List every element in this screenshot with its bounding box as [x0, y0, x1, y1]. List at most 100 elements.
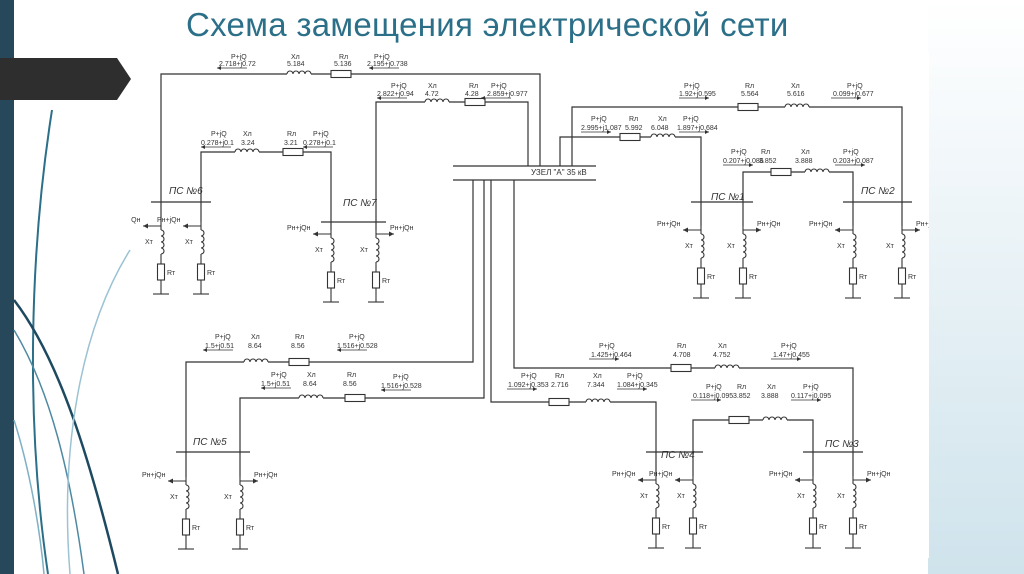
- l6-r-sym: Rл: [761, 149, 770, 156]
- flow-arrow-icon: [705, 96, 709, 100]
- l3-r-val: 3.21: [284, 140, 298, 147]
- transformer-coil-icon: [330, 237, 335, 263]
- l7-r-val: 8.56: [291, 343, 305, 350]
- transformer-coil-icon: [160, 229, 165, 255]
- rt-label: Rт: [908, 274, 917, 281]
- xt-label: Xт: [640, 493, 649, 500]
- l8-r-sym: Rл: [347, 372, 356, 379]
- l4-r-val: 5.564: [741, 91, 759, 98]
- l3-x-sym: Xл: [243, 131, 252, 138]
- transformer-resistor-icon: [326, 271, 336, 289]
- l2-pq-in: 2.822+j0.94: [377, 91, 414, 98]
- xt-label: Xт: [797, 493, 806, 500]
- l3-pq-sym-out: P+jQ: [313, 131, 329, 138]
- l5-r-val: 5.992: [625, 125, 643, 132]
- flow-arrow-icon: [857, 96, 861, 100]
- load-arrow-icon: [389, 231, 394, 237]
- rt-label: Rт: [192, 525, 201, 532]
- l6-pq-out: 0.203+j0.087: [833, 158, 874, 165]
- load-label: Pн+jQн: [254, 472, 278, 479]
- l9-pq-sym-out: P+jQ: [781, 343, 797, 350]
- rt-label: Rт: [749, 274, 758, 281]
- flow-arrow-icon: [217, 66, 221, 70]
- inductor-icon: [234, 148, 260, 153]
- resistor-icon: [619, 132, 641, 142]
- l1-pq-out: 2.195+j0.738: [367, 61, 408, 68]
- transformer-coil-icon: [901, 233, 906, 259]
- l5-x-val: 6.048: [651, 125, 669, 132]
- load-arrow-icon: [915, 227, 920, 233]
- transformer-resistor-icon: [688, 517, 698, 535]
- xt-label: Xт: [360, 247, 369, 254]
- l10-x-val: 7.344: [587, 382, 605, 389]
- l10-pq-sym: P+jQ: [521, 373, 537, 380]
- transformer-resistor-icon: [897, 267, 907, 285]
- station-ps4-label: ПС №4: [661, 450, 695, 461]
- l6-r-val: 3.852: [759, 158, 777, 165]
- load-label: Pн+jQн: [649, 471, 673, 478]
- load-arrow-icon: [253, 478, 258, 484]
- resistor-icon: [737, 102, 759, 112]
- flow-arrow-icon: [337, 348, 341, 352]
- transformer-resistor-icon: [696, 267, 706, 285]
- transformer-resistor-icon: [371, 271, 381, 289]
- transformer-coil-icon: [185, 484, 190, 510]
- l6-pq-sym: P+jQ: [731, 149, 747, 156]
- flow-arrow-icon: [705, 130, 709, 134]
- inductor-icon: [243, 358, 269, 363]
- load-label: Pн+jQн: [867, 471, 891, 478]
- inductor-icon: [424, 98, 450, 103]
- xt-label: Xт: [185, 239, 194, 246]
- flow-arrow-icon: [749, 163, 753, 167]
- l11-r-sym: Rл: [737, 384, 746, 391]
- l11-pq-sym: P+jQ: [706, 384, 722, 391]
- l8-r-val: 8.56: [343, 381, 357, 388]
- l5-pq-out: 1.897+j0.684: [677, 125, 718, 132]
- station-ps7-label: ПС №7: [343, 198, 377, 209]
- load-arrow-icon: [313, 231, 318, 237]
- load-arrow-icon: [835, 227, 840, 233]
- load-arrow-icon: [683, 227, 688, 233]
- transformer-coil-icon: [239, 484, 244, 510]
- l6-x-sym: Xл: [801, 149, 810, 156]
- l2-x-sym: Xл: [428, 83, 437, 90]
- l11-r-val: 3.852: [733, 393, 751, 400]
- rt-label: Rт: [167, 270, 176, 277]
- l9-r-sym: Rл: [677, 343, 686, 350]
- l8-pq-out: 1.516+j0.528: [381, 383, 422, 390]
- load-arrow-icon: [168, 478, 173, 484]
- load-arrow-icon: [675, 477, 680, 483]
- rt-label: Rт: [819, 524, 828, 531]
- load-label: Pн+jQн: [390, 225, 414, 232]
- transformer-coil-icon: [655, 483, 660, 509]
- l1-pq-in: 2.718+j0.72: [219, 61, 256, 68]
- resistor-icon: [770, 167, 792, 177]
- flow-arrow-icon: [615, 357, 619, 361]
- l10-pq-out: 1.084+j0.345: [617, 382, 658, 389]
- xt-label: Xт: [837, 493, 846, 500]
- flow-arrow-icon: [203, 348, 207, 352]
- l4-r-sym: Rл: [745, 83, 754, 90]
- l9-pq-in: 1.425+j0.464: [591, 352, 632, 359]
- load-arrow-icon: [795, 477, 800, 483]
- xt-label: Xт: [727, 243, 736, 250]
- load-label: Pн+jQн: [142, 472, 166, 479]
- l5-pq-sym: P+jQ: [591, 116, 607, 123]
- rt-label: Rт: [337, 278, 346, 285]
- l9-x-val: 4.752: [713, 352, 731, 359]
- l7-pq-in: 1.5+j0.51: [205, 343, 234, 350]
- l11-pq-out: 0.117+j0.095: [791, 393, 831, 400]
- xt-label: Xт: [837, 243, 846, 250]
- l9-x-sym: Xл: [718, 343, 727, 350]
- transformer-coil-icon: [742, 233, 747, 259]
- l4-pq-out: 0.099+j0.677: [833, 91, 874, 98]
- l1-r-sym: Rл: [339, 54, 348, 61]
- l2-pq-sym: P+jQ: [391, 83, 407, 90]
- transformer-resistor-icon: [848, 517, 858, 535]
- l10-r-val: 2.716: [551, 382, 569, 389]
- l5-x-sym: Xл: [658, 116, 667, 123]
- slide-title: Схема замещения электрической сети: [186, 6, 789, 43]
- load-label: Pн+jQн: [809, 221, 833, 228]
- l8-x-sym: Xл: [307, 372, 316, 379]
- decorative-curves: [13, 109, 131, 574]
